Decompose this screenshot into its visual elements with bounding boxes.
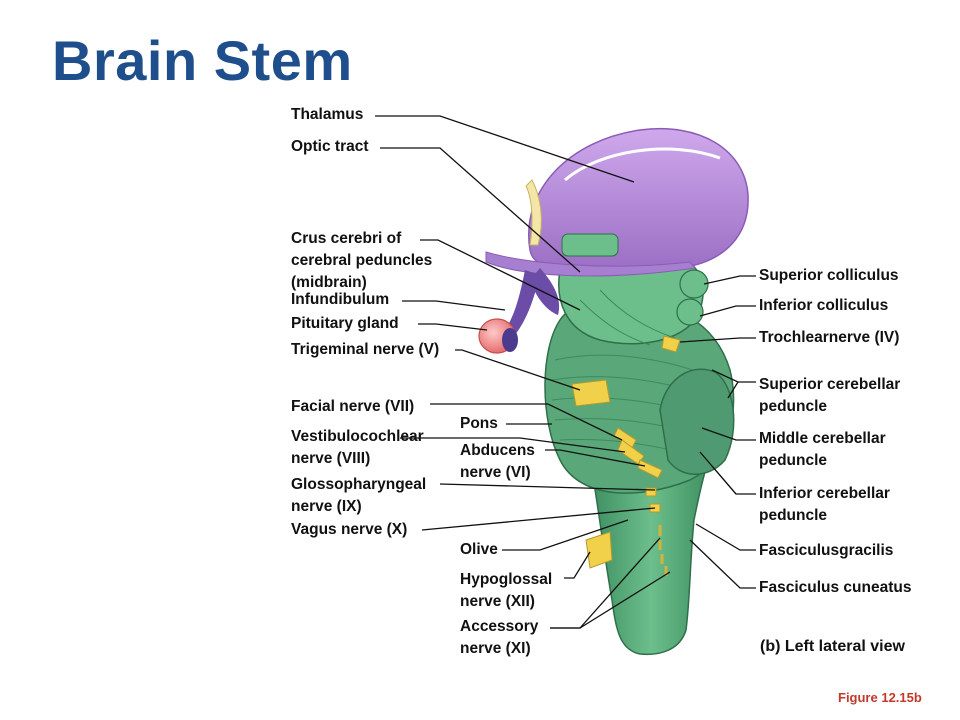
label-pons: Pons [460, 415, 498, 432]
label-optic-tract: Optic tract [291, 138, 369, 155]
label-middle-cerebellar-peduncle: Middle cerebellar peduncle [759, 430, 886, 469]
label-fasciculus-gracilis: Fasciculusgracilis [759, 542, 894, 559]
optic-tract-shape [485, 251, 696, 277]
optic-chiasm-shape [525, 179, 542, 246]
view-caption: (b) Left lateral view [760, 638, 905, 655]
label-accessory-nerve: Accessory nerve (XI) [460, 618, 539, 657]
vestibulocochlear-nerve-shape [617, 439, 645, 465]
slide-title: Brain Stem [52, 29, 353, 92]
label-thalamus: Thalamus [291, 106, 364, 123]
label-superior-colliculus: Superior colliculus [759, 267, 899, 284]
label-superior-cerebellar-peduncle: Superior cerebellar peduncle [759, 376, 901, 415]
label-olive: Olive [460, 541, 498, 558]
label-fasciculus-cuneatus: Fasciculus cuneatus [759, 579, 912, 596]
label-trochlear-nerve: Trochlearnerve (IV) [759, 329, 900, 346]
hypoglossal-nerve-shape [585, 531, 613, 569]
trigeminal-nerve-shape [571, 379, 611, 407]
thalamus-stria [564, 147, 721, 182]
inferior-colliculus-shape [676, 298, 704, 326]
cranial-nerves [571, 335, 681, 569]
pituitary-posterior-shape [502, 328, 518, 352]
leader-lines [375, 115, 756, 629]
label-facial-nerve: Facial nerve (VII) [291, 398, 415, 415]
label-pituitary-gland: Pituitary gland [291, 315, 399, 332]
label-hypoglossal-nerve: Hypoglossal nerve (XII) [460, 571, 553, 610]
label-crus-cerebri: Crus cerebri of cerebral peduncles (midb… [291, 230, 433, 291]
label-glossopharyngeal-nerve: Glossopharyngeal nerve (IX) [291, 476, 427, 515]
label-abducens-nerve: Abducens nerve (VI) [460, 442, 535, 481]
label-vagus-nerve: Vagus nerve (X) [291, 521, 408, 538]
figure-number: Figure 12.15b [838, 690, 922, 705]
label-trigeminal-nerve: Trigeminal nerve (V) [291, 341, 440, 358]
mammillary-shape [530, 268, 560, 315]
optic-tract-cut [561, 233, 619, 257]
label-inferior-colliculus: Inferior colliculus [759, 297, 889, 314]
label-inferior-cerebellar-peduncle: Inferior cerebellar peduncle [759, 485, 890, 524]
cerebellar-peduncle-face [659, 368, 735, 475]
medulla-shape [591, 454, 712, 656]
label-vestibulocochlear-nerve: Vestibulocochlear nerve (VIII) [291, 428, 424, 467]
label-infundibulum: Infundibulum [291, 291, 390, 308]
glossopharyngeal-nerve-shape [645, 487, 657, 497]
trochlear-nerve-shape [661, 335, 681, 353]
superior-colliculus-shape [679, 269, 709, 299]
